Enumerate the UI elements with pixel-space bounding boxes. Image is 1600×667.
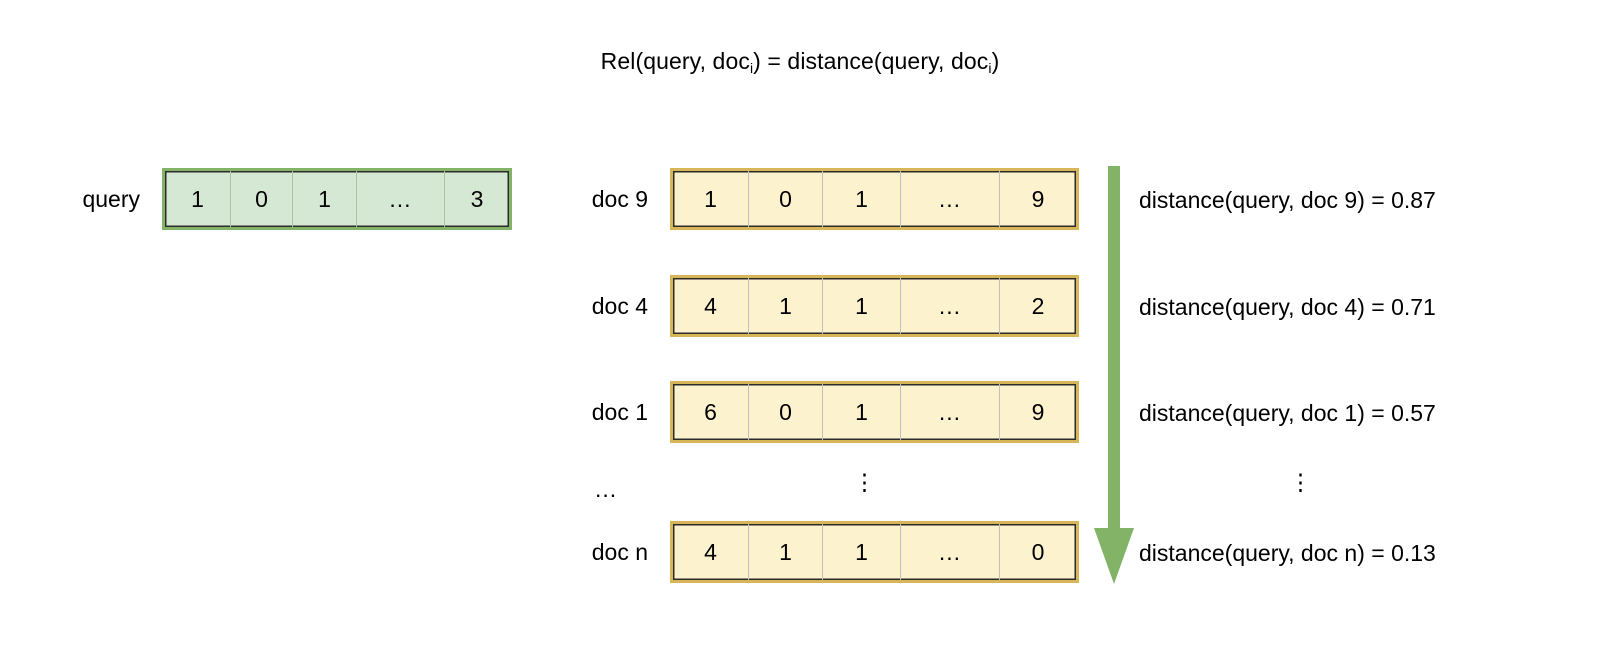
doc-vector-box: 4 1 1 ... 0 [670,521,1079,583]
formula-prefix: Rel(query, doc [600,48,750,74]
formula-subscript-1: i [749,60,754,76]
page-title: Rel(query, doci) = distance(query, doci) [0,48,1600,76]
doc-label: doc 4 [591,292,648,319]
doc-cell: 0 [1031,538,1045,565]
doc-cell: 9 [1031,185,1045,212]
distance-annotation: distance(query, doc 4) = 0.71 [1139,294,1436,320]
query-cell: 3 [470,185,484,212]
distance-annotation: distance(query, doc 1) = 0.57 [1139,400,1436,426]
distance-annotation: distance(query, doc n) = 0.13 [1139,540,1436,566]
doc-cell: 1 [823,524,901,580]
doc-cell: 2 [1031,292,1045,319]
doc-cell: 6 [673,384,749,440]
formula-middle: ) = distance(query, doc [753,48,989,74]
doc-vector-row: doc n 4 1 1 ... 0 [495,521,1079,583]
doc-cell: 1 [749,524,823,580]
doc-vector-box: 1 0 1 ... 9 [670,168,1079,230]
doc-vector-box: 6 0 1 ... 9 [670,381,1079,443]
query-vector-row: query 1 0 1 ... 3 [62,168,512,230]
doc-cell-ellipsis: ... [901,171,1000,227]
query-cell-ellipsis: ... [357,171,445,227]
doc-vector-box: 4 1 1 ... 2 [670,275,1079,337]
doc-vector-row: doc 4 4 1 1 ... 2 [495,275,1079,337]
doc-vector-row: doc 9 1 0 1 ... 9 [495,168,1079,230]
doc-list-ellipsis: ... [595,476,618,502]
doc-cell-ellipsis: ... [901,524,1000,580]
doc-cell: 0 [749,384,823,440]
formula-suffix: ) [991,48,1000,74]
distance-list-ellipsis: ⋮ [1289,469,1312,495]
doc-cell: 4 [673,278,749,334]
formula-subscript-2: i [988,60,992,76]
query-vector-box: 1 0 1 ... 3 [162,168,512,230]
doc-cell: 4 [673,524,749,580]
doc-cell: 1 [823,384,901,440]
doc-label: doc n [591,538,648,565]
doc-cell: 9 [1031,398,1045,425]
ranking-arrow-icon [1094,166,1134,584]
doc-label: doc 1 [591,398,648,425]
query-cell: 1 [165,171,231,227]
doc-label: doc 9 [591,185,648,212]
query-label: query [82,185,140,212]
doc-cell-ellipsis: ... [901,278,1000,334]
query-cell: 0 [231,171,293,227]
doc-cell: 0 [749,171,823,227]
doc-cell-ellipsis: ... [901,384,1000,440]
doc-cell: 1 [749,278,823,334]
ellipsis-row: ... ⋮ ⋮ [0,470,1600,506]
doc-cell: 1 [823,278,901,334]
distance-annotation: distance(query, doc 9) = 0.87 [1139,187,1436,213]
doc-cell: 1 [823,171,901,227]
query-cell: 1 [293,171,357,227]
doc-vector-row: doc 1 6 0 1 ... 9 [495,381,1079,443]
doc-vector-ellipsis: ⋮ [853,469,876,495]
doc-cell: 1 [673,171,749,227]
